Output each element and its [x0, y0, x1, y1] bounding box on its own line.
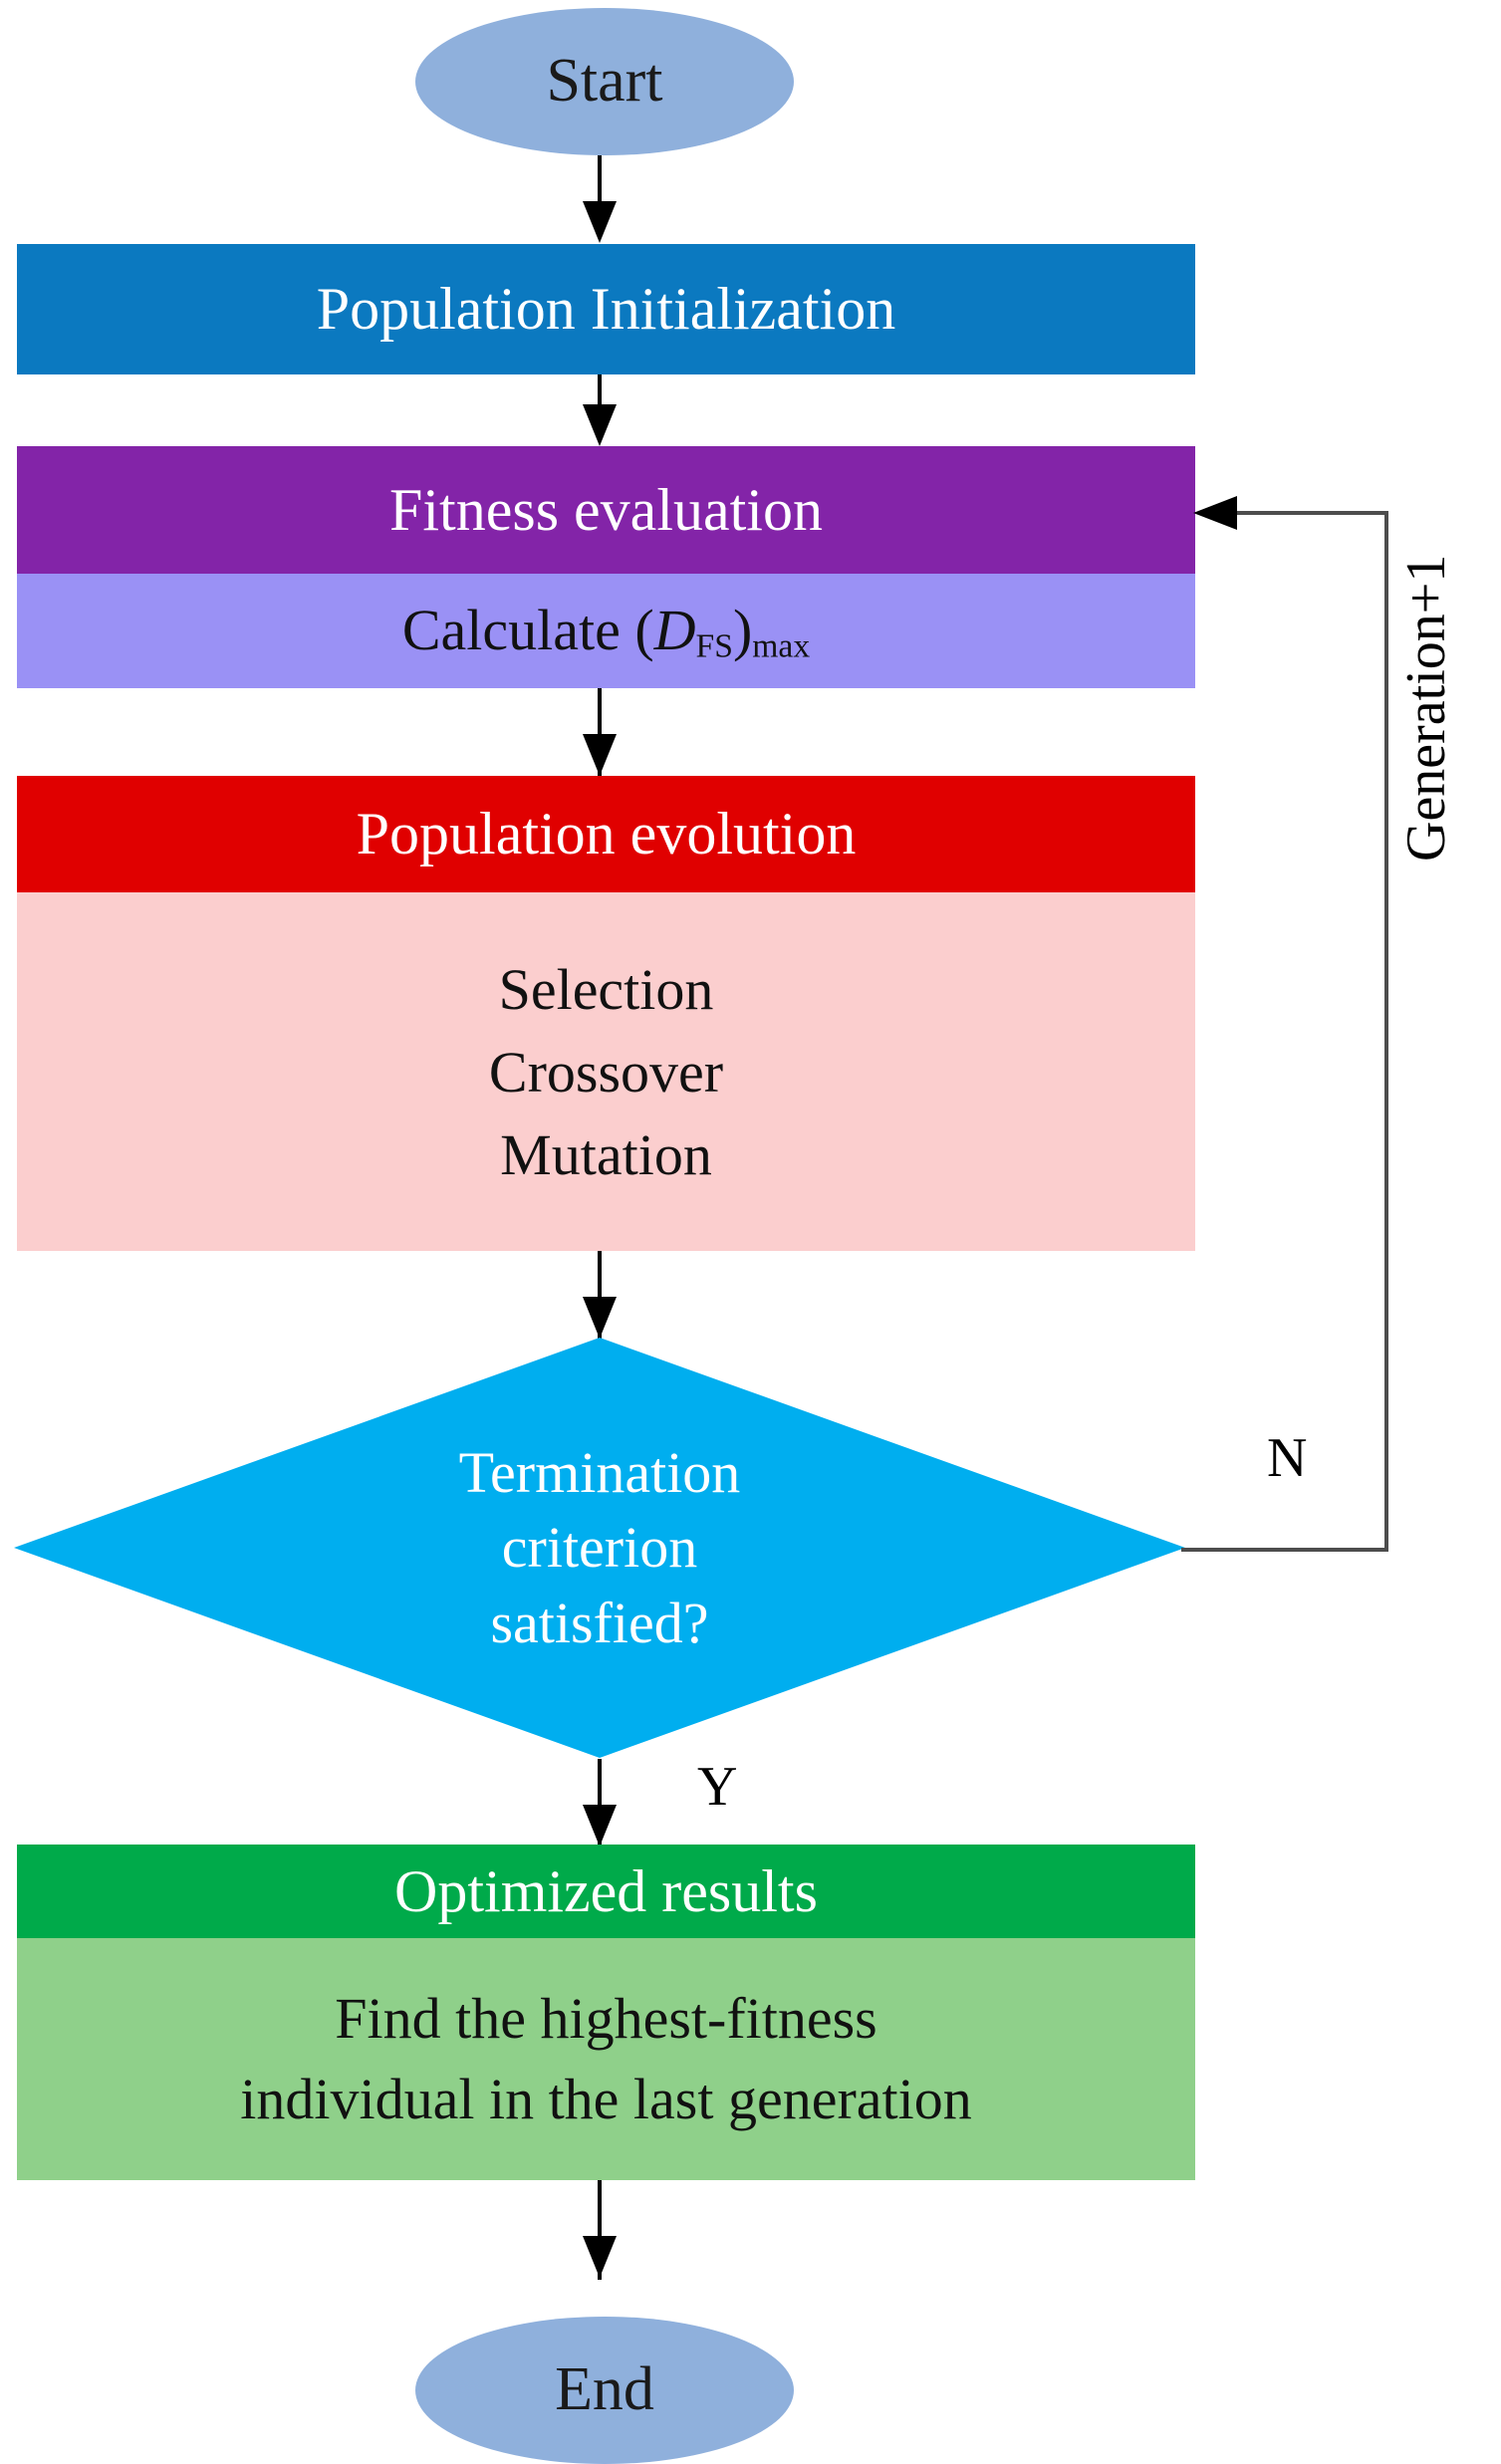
evolution-step-selection: Selection: [498, 956, 714, 1022]
decision-line-3: satisfied?: [490, 1590, 709, 1655]
node-optimized-results[interactable]: Optimized results Find the highest-fitne…: [17, 1845, 1195, 2180]
node-fitness-evaluation-header: Fitness evaluation: [17, 446, 1195, 574]
node-fitness-evaluation[interactable]: Fitness evaluation Calculate (DFS)max: [17, 446, 1195, 688]
arrowhead-fitness-to-evolution: [583, 734, 617, 776]
results-line-1: Find the highest-fitness: [335, 1985, 877, 2051]
node-population-evolution-title: Population evolution: [356, 801, 857, 866]
node-population-initialization-label: Population Initialization: [316, 275, 896, 342]
node-optimized-results-title: Optimized results: [394, 1857, 818, 1924]
loop-segment-top: [1235, 511, 1386, 515]
evolution-step-mutation: Mutation: [500, 1121, 712, 1187]
arrowhead-loop-to-fitness: [1193, 496, 1237, 530]
formula-dfs-max: Calculate (DFS)max: [402, 597, 810, 665]
decision-line-2: criterion: [501, 1515, 698, 1581]
arrowhead-start-to-init: [583, 201, 617, 243]
node-population-initialization[interactable]: Population Initialization: [17, 244, 1195, 374]
decision-diamond-label: Termination criterion satisfied?: [14, 1338, 1185, 1758]
results-line-2: individual in the last generation: [240, 2066, 972, 2131]
connector-fitness-to-evolution: [598, 688, 602, 776]
node-end[interactable]: End: [415, 2317, 794, 2464]
decision-line-1: Termination: [458, 1439, 741, 1505]
arrowhead-results-to-end: [583, 2236, 617, 2278]
loop-segment-right: [1384, 511, 1388, 1550]
node-end-label: End: [555, 2355, 654, 2424]
connector-evolution-to-decision: [598, 1251, 602, 1341]
formula-variable: D: [653, 597, 696, 662]
connector-decision-to-results: [598, 1759, 602, 1848]
loop-segment-bottom: [1181, 1548, 1388, 1552]
node-optimized-results-header: Optimized results: [17, 1845, 1195, 1938]
formula-close-paren: ): [732, 597, 753, 662]
edge-label-no: N: [1267, 1427, 1308, 1489]
evolution-step-crossover: Crossover: [488, 1039, 724, 1105]
node-start-label: Start: [546, 47, 663, 116]
arrowhead-evolution-to-decision: [583, 1297, 617, 1339]
arrowhead-init-to-fitness: [583, 404, 617, 446]
edge-label-yes: Y: [697, 1756, 738, 1818]
node-termination-decision[interactable]: Termination criterion satisfied?: [14, 1338, 1185, 1758]
connector-start-to-init: [598, 155, 602, 219]
connector-results-to-end: [598, 2180, 602, 2280]
arrowhead-decision-to-results: [583, 1805, 617, 1847]
formula-subscript-fs: FS: [695, 627, 733, 665]
node-population-evolution-header: Population evolution: [17, 776, 1195, 892]
node-start[interactable]: Start: [415, 8, 794, 155]
node-fitness-calculate-body: Calculate (DFS)max: [17, 574, 1195, 688]
node-population-evolution[interactable]: Population evolution Selection Crossover…: [17, 776, 1195, 1251]
edge-label-generation-increment: Generation+1: [1395, 554, 1457, 862]
formula-prefix: Calculate (: [401, 597, 654, 662]
node-optimized-results-body: Find the highest-fitness individual in t…: [17, 1938, 1195, 2180]
formula-subscript-max: max: [752, 627, 811, 665]
node-population-evolution-body: Selection Crossover Mutation: [17, 892, 1195, 1251]
node-fitness-evaluation-title: Fitness evaluation: [389, 476, 823, 543]
